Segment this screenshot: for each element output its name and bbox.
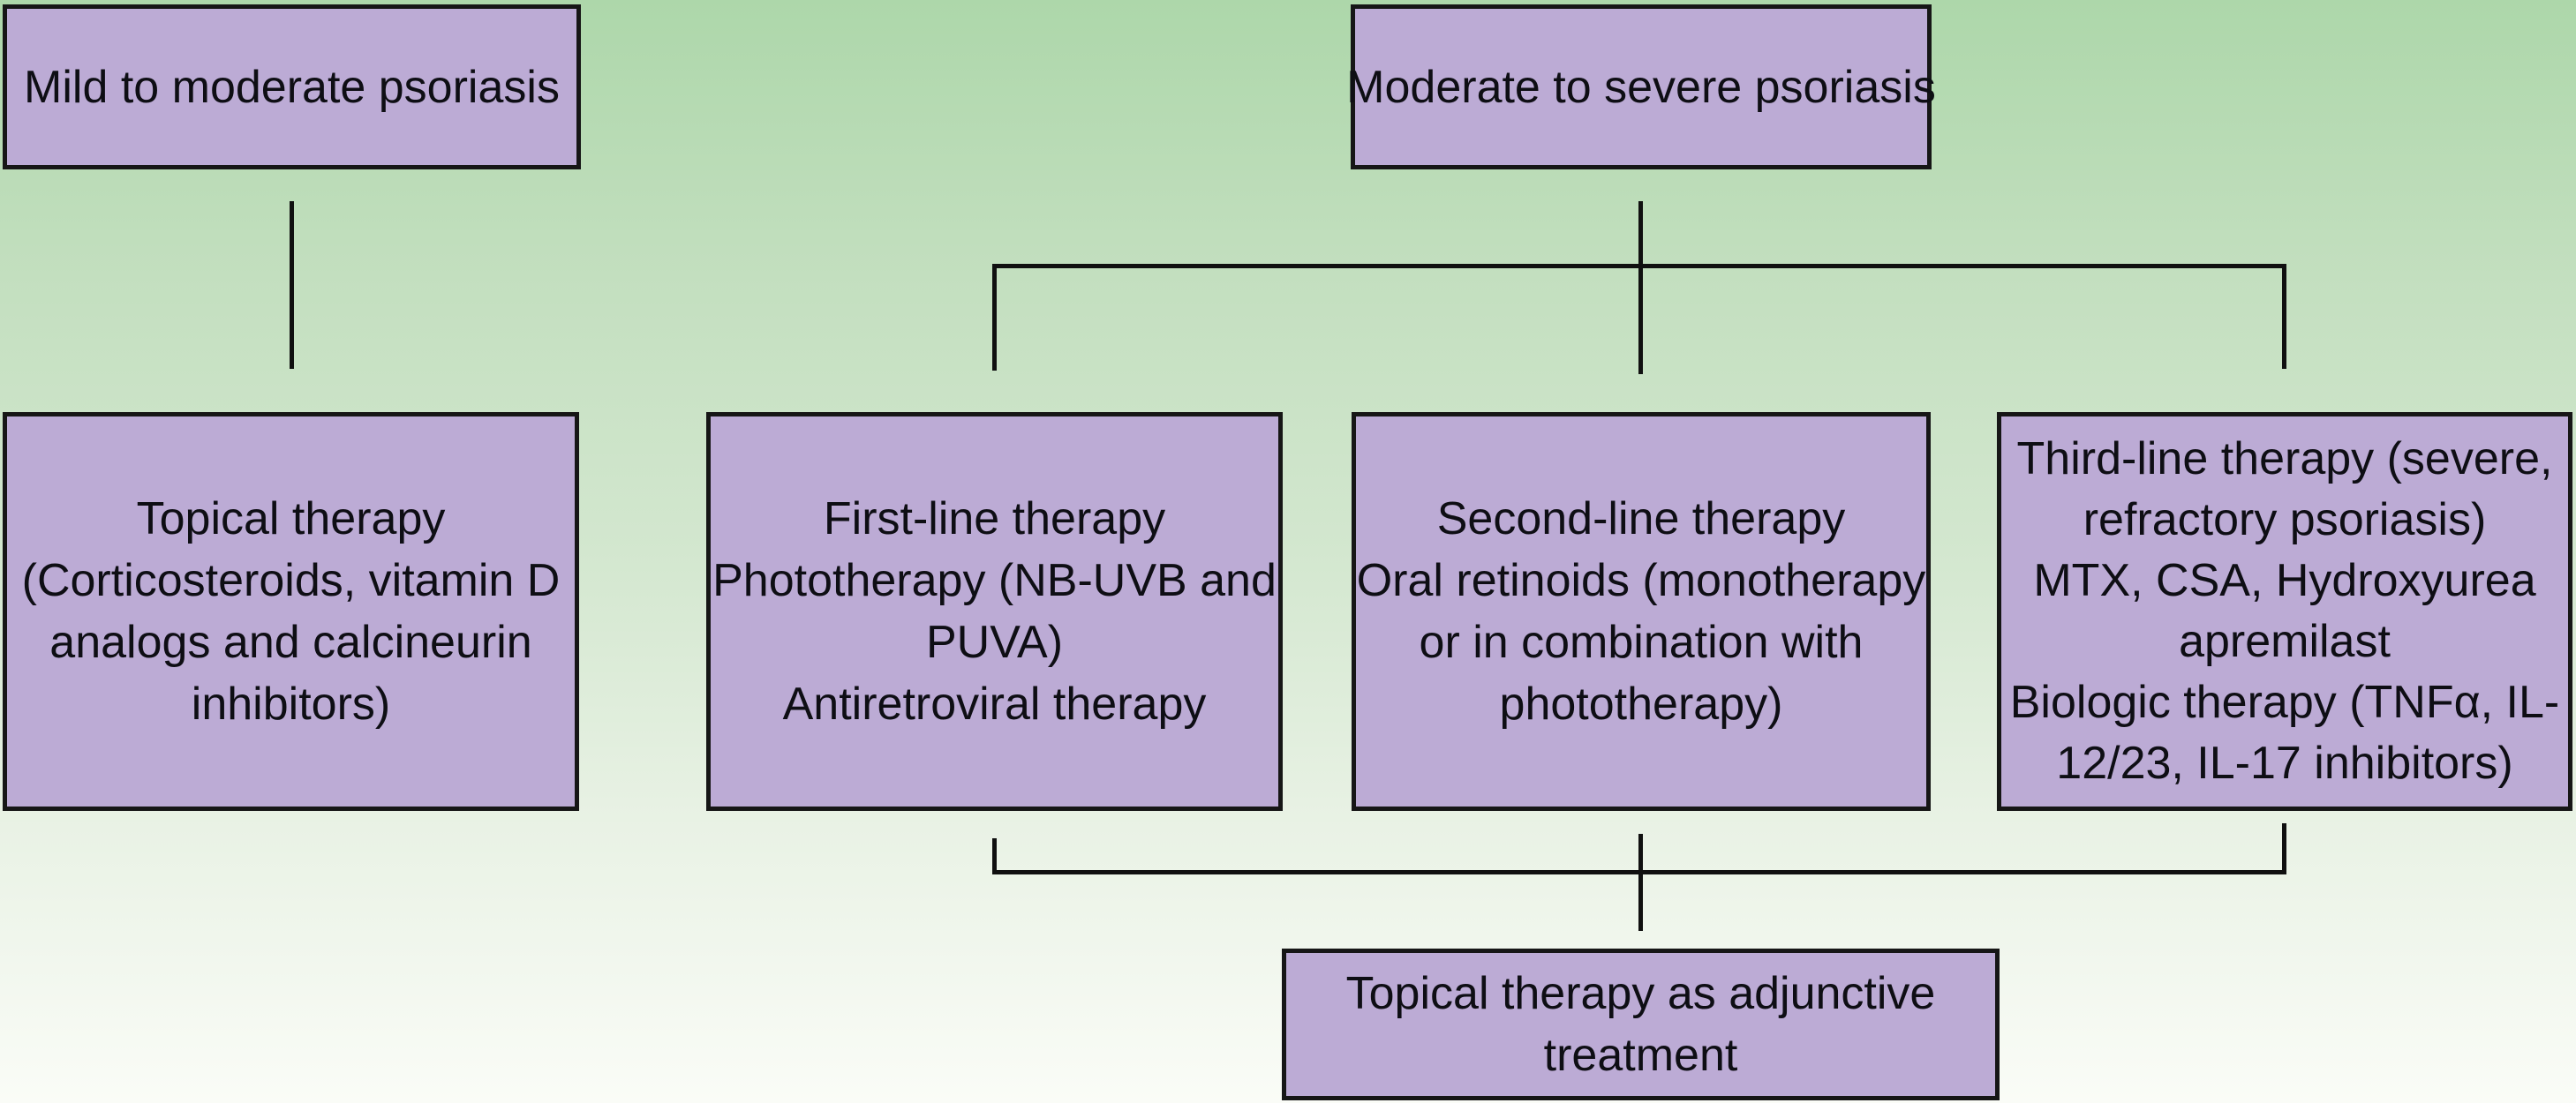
connector-drop-to-third-line (2282, 264, 2286, 369)
connector-moderate-stem-top (1638, 201, 1643, 374)
node-text-line: MTX, CSA, Hydroxyurea (2033, 555, 2536, 606)
node-first-line-therapy: First-line therapy Phototherapy (NB-UVB … (706, 412, 1283, 811)
node-text-line: Moderate to severe psoriasis (1346, 61, 1936, 113)
node-text-line: apremilast (2179, 616, 2391, 667)
connector-mild-to-topical (290, 201, 294, 369)
connector-drop-to-first-line (992, 264, 997, 371)
node-topical-adjunctive-treatment: Topical therapy as adjunctive treatment (1282, 949, 2000, 1100)
node-moderate-to-severe-psoriasis: Moderate to severe psoriasis (1346, 4, 1936, 169)
node-text-line: Mild to moderate psoriasis (24, 61, 560, 113)
node-text-line: Second-line therapy (1436, 493, 1846, 544)
connector-riser-from-third-line (2282, 823, 2286, 874)
node-text-line: (Corticosteroids, vitamin D (21, 555, 561, 606)
connector-top-horizontal (992, 264, 2286, 268)
node-text-line: Oral retinoids (monotherapy (1356, 555, 1926, 606)
node-third-line-therapy: Third-line therapy (severe, refractory p… (1997, 412, 2572, 811)
node-text-line: Biologic therapy (TNFα, IL- (2009, 677, 2560, 728)
node-text-line: 12/23, IL-17 inhibitors) (2056, 738, 2513, 789)
node-text-line: First-line therapy (823, 493, 1166, 544)
node-text-line: inhibitors) (191, 679, 391, 730)
connector-stem-to-adjunctive (1638, 834, 1643, 931)
node-text-line: phototherapy) (1499, 679, 1783, 730)
node-text-line: Antiretroviral therapy (782, 679, 1207, 730)
node-text-line: Third-line therapy (severe, (2016, 433, 2553, 484)
node-text-line: analogs and calcineurin (49, 617, 532, 668)
node-text-line: Topical therapy (136, 493, 446, 544)
node-text-line: PUVA) (925, 617, 1064, 668)
node-text-line: or in combination with (1419, 617, 1864, 668)
node-second-line-therapy: Second-line therapy Oral retinoids (mono… (1352, 412, 1931, 811)
node-text-line: Phototherapy (NB-UVB and (712, 555, 1277, 606)
node-text-line: Topical therapy as adjunctive (1345, 968, 1936, 1019)
node-mild-to-moderate-psoriasis: Mild to moderate psoriasis (3, 4, 581, 169)
node-text-line: treatment (1543, 1030, 1738, 1081)
connector-riser-from-first-line (992, 838, 997, 874)
node-topical-therapy: Topical therapy (Corticosteroids, vitami… (3, 412, 579, 811)
node-text-line: refractory psoriasis) (2083, 494, 2487, 545)
